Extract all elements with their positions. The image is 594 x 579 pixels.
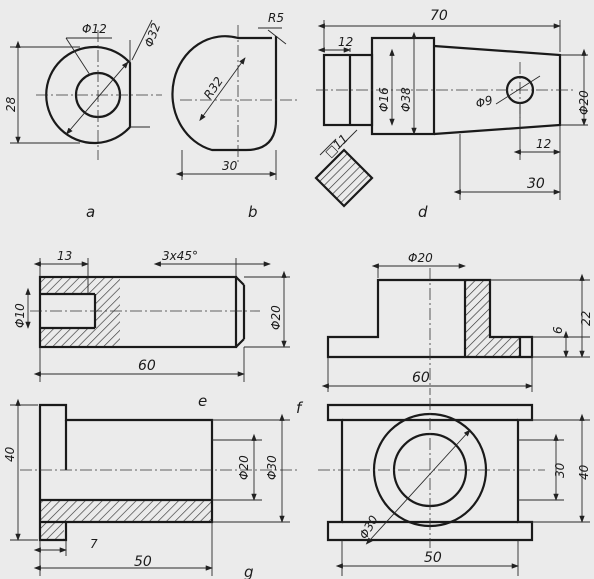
figure-e-dim-chamfer: 3x45° (162, 249, 198, 263)
figure-d-label: d (418, 203, 428, 221)
figure-d-large-cylinder (370, 36, 436, 136)
figure-e-dim-phi20: Φ20 (269, 305, 283, 330)
figure-f-dim-6: 6 (551, 326, 565, 334)
figure-e-dim-60: 60 (138, 358, 156, 374)
figure-g-dim-50: 50 (134, 554, 152, 570)
figure-d-dim-phi38: Φ38 (399, 87, 413, 112)
figure-d-dim-12-bottom: 12 (536, 137, 551, 151)
figure-b: R5 R32 30 b (171, 11, 300, 221)
figure-g-dim-phi20: Φ20 (237, 455, 251, 480)
plan-view-dim-phi30: Φ30 (356, 513, 381, 542)
figure-b-label: b (248, 203, 258, 221)
plan-view-dim-50: 50 (424, 550, 442, 566)
figure-d: 12 70 Φ16 Φ38 Φ20 Φ9 12 30 □11 d (314, 8, 591, 221)
figure-a-dim-phi32: Φ32 (142, 21, 164, 49)
figure-e-label: e (198, 392, 207, 410)
figure-g-dim-40: 40 (3, 446, 17, 462)
figure-a-outline (45, 45, 132, 145)
figure-b-outline (171, 35, 278, 152)
figure-e: 13 3x45° Φ10 Φ20 60 e (13, 249, 290, 410)
figure-g-dim-phi30: Φ30 (265, 455, 279, 480)
figure-f-label: f (296, 399, 304, 417)
figure-a-dim-28: 28 (4, 96, 18, 112)
plan-view-dim-30: 30 (553, 462, 567, 478)
figure-d-dim-phi20: Φ20 (577, 90, 591, 115)
figure-d-dim-30: 30 (527, 176, 545, 192)
figure-a-label: a (86, 203, 95, 221)
figure-a-dim-phi12: Φ12 (82, 22, 107, 36)
figure-f-dim-22: 22 (579, 311, 593, 326)
figure-d-dim-phi16: Φ16 (377, 87, 391, 112)
figure-f: Φ20 6 22 60 f (296, 251, 593, 417)
figure-d-square-section (314, 129, 374, 208)
figure-e-dim-13: 13 (57, 249, 72, 263)
figure-d-dim-70: 70 (430, 8, 448, 24)
figure-b-dim-r32: R32 (201, 74, 226, 101)
figure-f-dim-phi20: Φ20 (408, 251, 433, 265)
figure-g: 40 Φ20 Φ30 7 50 g (3, 398, 300, 579)
figure-g-dim-7: 7 (90, 537, 98, 551)
figure-g-label: g (244, 563, 254, 579)
figure-d-dim-12-top: 12 (338, 35, 353, 49)
plan-view-dim-40: 40 (577, 464, 591, 480)
figure-a: Φ12 Φ32 28 a (4, 19, 164, 221)
figure-e-dim-phi10: Φ10 (13, 303, 27, 328)
figure-b-dim-r5: R5 (268, 11, 284, 25)
figure-b-dim-30: 30 (222, 159, 238, 173)
figure-e-body (38, 275, 238, 349)
figure-f-plan-view: Φ30 30 40 50 (318, 398, 591, 576)
figure-f-dim-60: 60 (412, 370, 430, 386)
figure-d-dim-phi9: Φ9 (474, 93, 494, 111)
